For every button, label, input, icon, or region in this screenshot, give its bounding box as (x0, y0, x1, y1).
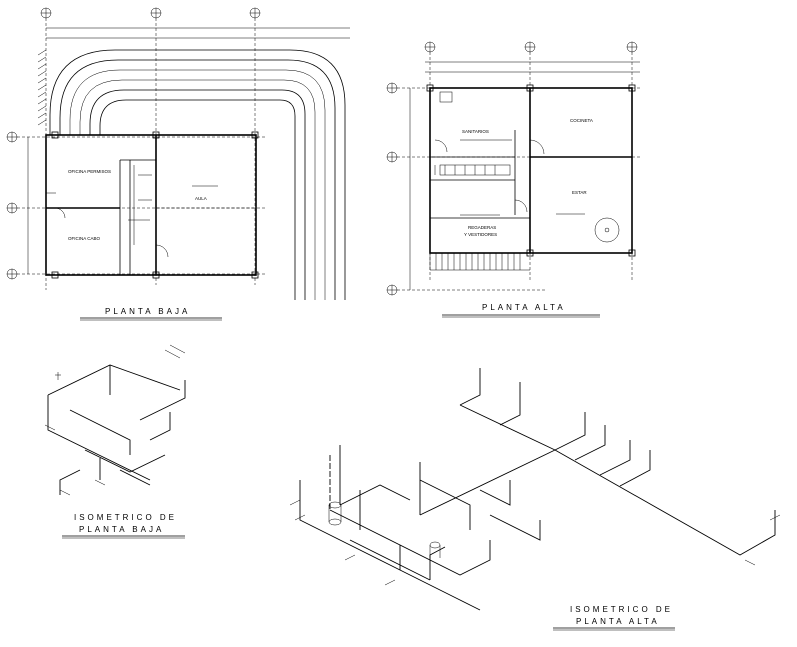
planta-baja-plan: OFICINA PERMISOS OFICINA CABO AULA PLANT… (6, 7, 350, 321)
planta-baja-walls (45, 131, 259, 279)
isometrico-planta-alta: ISOMETRICO DE PLANTA ALTA (289, 368, 781, 631)
room-aula: AULA (195, 196, 207, 201)
room-oficina-permisos-line1: OFICINA PERMISOS (68, 169, 111, 174)
iso-alta-title-line1: ISOMETRICO DE (570, 605, 673, 614)
axis-bubbles-top-alta (424, 41, 638, 280)
room-estar: ESTAR (572, 190, 587, 195)
axis-bubbles-left-alta (386, 82, 640, 296)
room-sanitarios: SANITARIOS (462, 129, 489, 134)
room-regaderas: REGADERAS (468, 225, 496, 230)
curved-walkway (49, 49, 346, 300)
planta-baja-title: PLANTA BAJA (105, 307, 190, 316)
room-cocineta: COCINETA (570, 118, 593, 123)
hatch-area (37, 49, 47, 126)
room-oficina-cabo: OFICINA CABO (68, 236, 101, 241)
iso-baja-title-line1: ISOMETRICO DE (74, 513, 177, 522)
planta-alta-plan: SANITARIOS COCINETA ESTAR REGADERAS Y VE… (386, 41, 640, 318)
room-vestidores: Y VESTIDORES (464, 232, 497, 237)
axis-bubbles-left (6, 131, 265, 280)
iso-baja-title-line2: PLANTA BAJA (79, 525, 164, 534)
planta-alta-title: PLANTA ALTA (482, 303, 566, 312)
iso-alta-title-line2: PLANTA ALTA (576, 617, 660, 626)
isometrico-planta-baja: ISOMETRICO DE PLANTA BAJA (44, 344, 186, 539)
planta-alta-walls (426, 84, 636, 271)
